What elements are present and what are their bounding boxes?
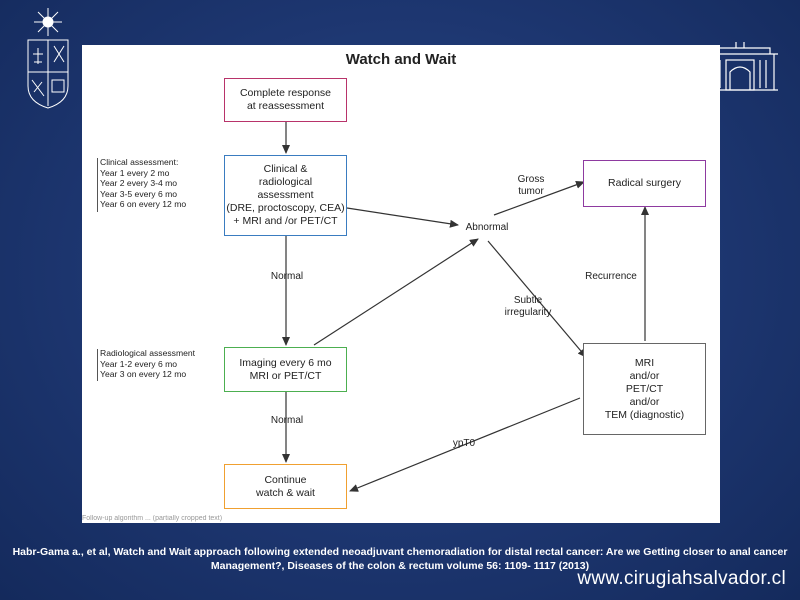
recurrence-label: Recurrence (585, 271, 637, 282)
normal-label-1: Normal (270, 271, 304, 282)
ypt0-label: ypT0 (452, 438, 476, 449)
clinical-notes-bar (97, 158, 98, 212)
arrow-clinical-to-abnormal (346, 207, 459, 228)
arrow-mri-to-continue (349, 397, 581, 492)
radiological-notes-bar (97, 349, 98, 381)
arrow-imaging-to-abnormal (313, 238, 479, 346)
citation-text: Habr-Gama a., et al, Watch and Wait appr… (12, 546, 788, 572)
abnormal-label: Abnormal (465, 222, 509, 233)
clinical-assessment-notes: Clinical assessment: Year 1 every 2 mo Y… (100, 157, 187, 210)
clinical-assessment-box: Clinical & radiological assessment (DRE,… (224, 155, 347, 236)
diagram-arrows (282, 122, 649, 492)
complete-response-box: Complete response at reassessment (224, 78, 347, 122)
website-url[interactable]: www.cirugiahsalvador.cl (577, 568, 786, 589)
radiological-assessment-notes: Radiological assessment Year 1-2 every 6… (100, 348, 196, 380)
continue-watch-wait-box: Continue watch & wait (224, 464, 347, 509)
normal-label-2: Normal (270, 415, 304, 426)
subtle-irregularity-label: Subtle irregularity (504, 295, 552, 318)
university-crest-logo (22, 6, 74, 115)
slide-title: Watch and Wait (345, 51, 457, 68)
arrow-abnormal-to-mri (487, 240, 587, 358)
cropped-footnote: Follow-up algorithm ... (partially cropp… (82, 515, 223, 522)
gross-tumor-label: Gross tumor (517, 174, 545, 197)
mri-diagnostic-box: MRI and/or PET/CT and/or TEM (diagnostic… (583, 343, 706, 435)
imaging-box: Imaging every 6 mo MRI or PET/CT (224, 347, 347, 392)
diagram-slide: Watch and Wait Complete response at reas… (82, 45, 720, 523)
arrow-abnormal-to-radical (493, 180, 585, 216)
radical-surgery-box: Radical surgery (583, 160, 706, 207)
